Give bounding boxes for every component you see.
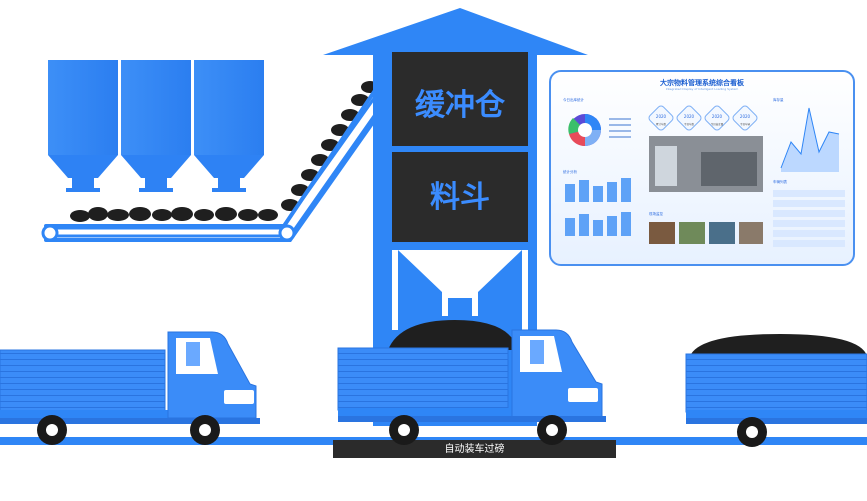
dashboard-section-label: 现场监控 [649,212,663,216]
silo-icon [121,60,191,192]
dashboard-section-label: 今日出库统计 [563,98,584,102]
coal-pile-icon [690,334,867,356]
dashboard-panel: 大宗物料管理系统综合看板 Integrated Display of Intel… [549,70,855,266]
truck-icon [337,320,606,445]
coal-pile-icon [388,320,518,350]
coal-pile-icon [281,81,379,211]
stat-label: 今日车数 [683,123,694,126]
silo-icon [48,60,118,192]
dashboard-section-label: 统计分析 [563,170,577,174]
truck-icon [685,334,867,447]
stat-value: 2020 [683,114,695,119]
stat-label: 今日车辆 [739,123,750,126]
dashboard-title: 大宗物料管理系统综合看板 [660,79,744,87]
truck-icon [0,331,260,445]
hopper [392,152,528,242]
stat-value: 2020 [739,114,751,119]
dashboard-graphics [565,107,845,247]
stat-label: 累计车数 [655,123,666,126]
stat-value: 2020 [655,114,667,119]
buffer-bin [392,52,528,146]
coal-pile-icon [70,207,278,222]
dashboard-subtitle: Integrated Display of Intelligent Loadin… [665,87,739,91]
buffer-bin-label: 缓冲仓 [415,88,505,123]
auto-loading-scale-label: 自动装车过磅 [444,444,505,455]
silo-group [48,60,264,192]
stat-label: 今日出库量 [710,123,724,126]
hopper-label: 料斗 [430,180,490,215]
stat-value: 2020 [711,114,723,119]
donut-chart-icon [568,114,601,147]
dashboard-section-label: 库存量 [773,98,784,102]
dashboard-section-label: 车辆列表 [773,180,787,184]
silo-icon [194,60,264,192]
